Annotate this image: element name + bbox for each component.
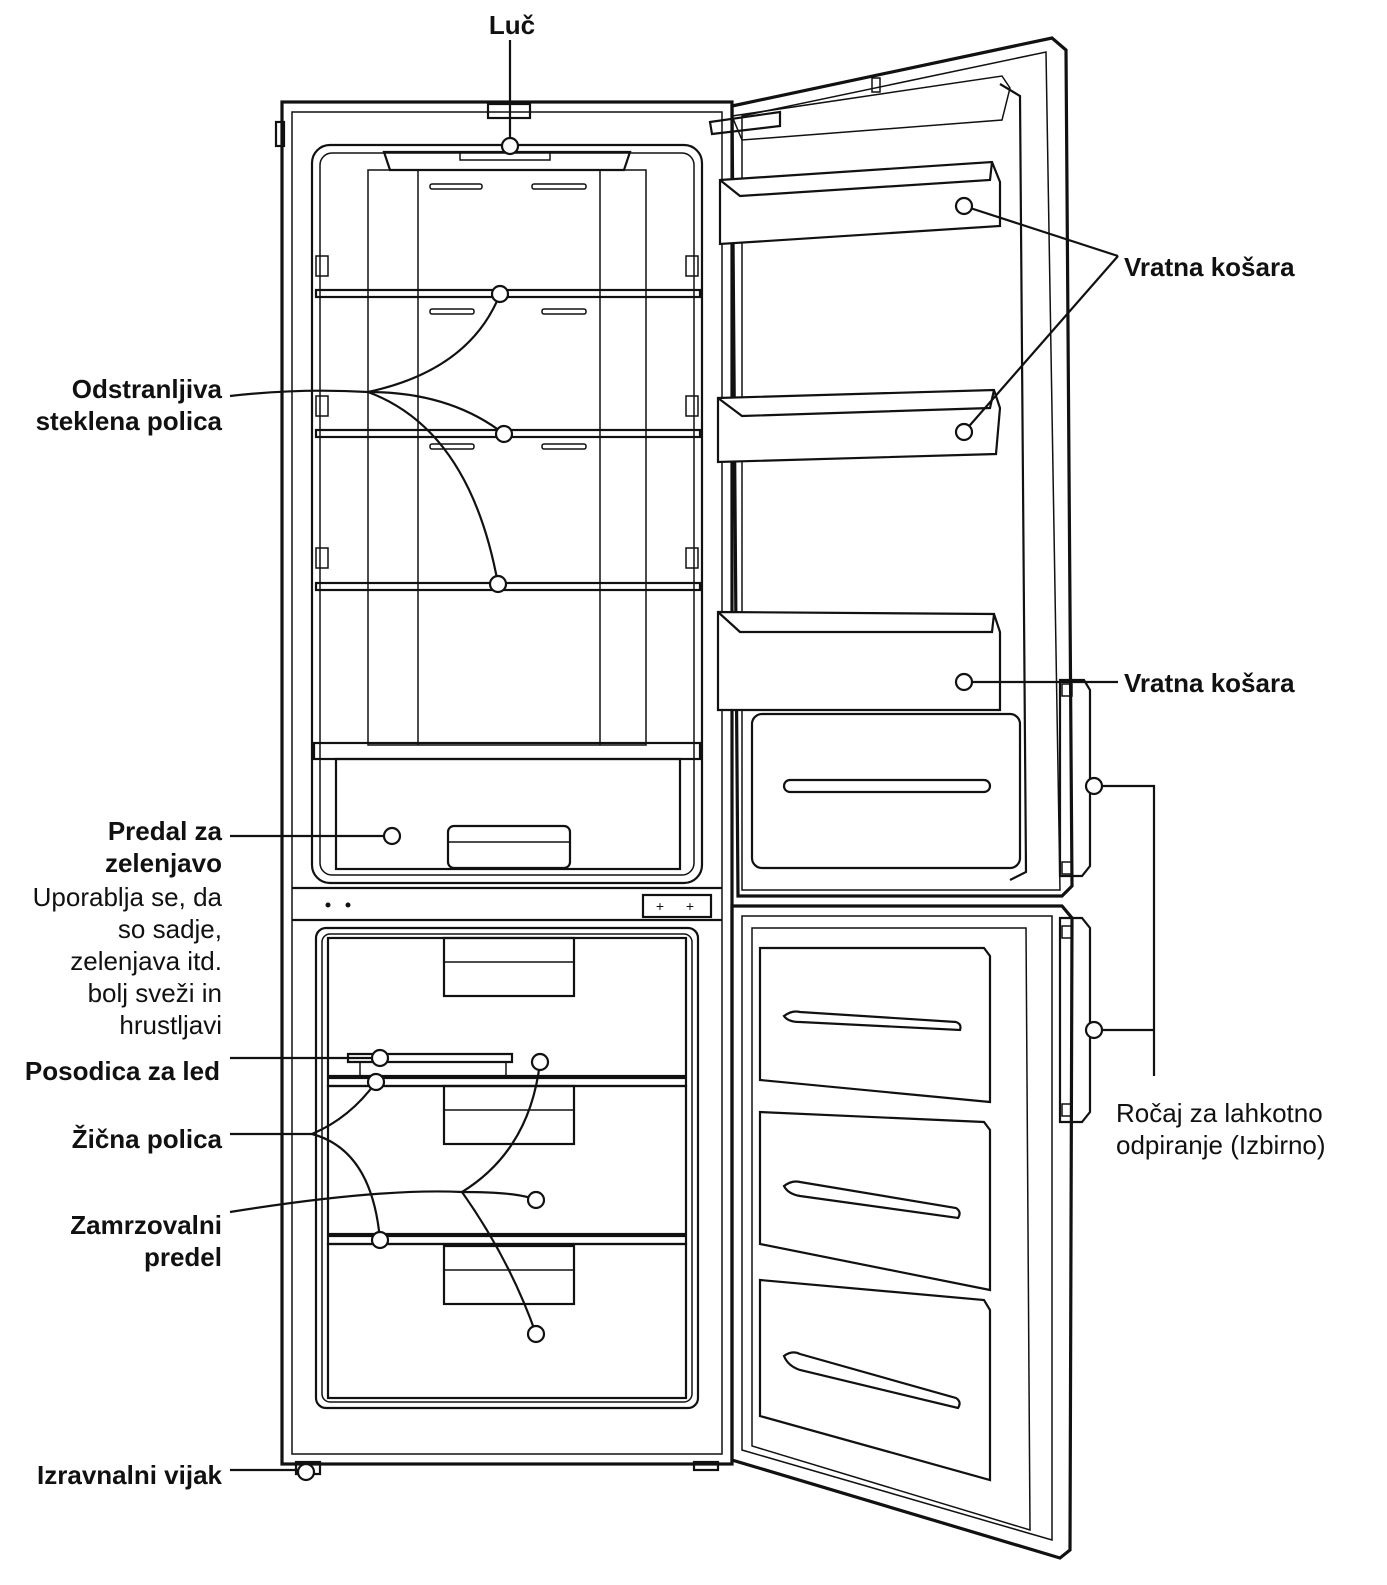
dot-shelf-2	[494, 424, 514, 444]
handle-upper	[1058, 678, 1092, 878]
label-door-basket-top: Vratna košara	[1124, 252, 1295, 282]
freezer-door	[730, 904, 1092, 1560]
door-basket-1	[718, 160, 1002, 246]
label-vegetable-drawer-desc-1: Uporablja se, da	[33, 882, 223, 912]
dot-leveling-screw	[296, 1462, 316, 1482]
dot-freezer-2	[526, 1190, 546, 1210]
label-ice-tray: Posodica za led	[25, 1056, 220, 1086]
label-freezer-line2: predel	[144, 1242, 222, 1272]
label-leveling-screw: Izravnalni vijak	[37, 1460, 223, 1490]
svg-text:+: +	[656, 898, 664, 914]
handle-lower	[1058, 916, 1092, 1124]
label-freezer-line1: Zamrzovalni	[70, 1210, 222, 1240]
freezer-door-bin-1	[758, 946, 992, 1104]
label-door-basket-bottom: Vratna košara	[1124, 668, 1295, 698]
control-strip: + +	[292, 886, 722, 922]
freezer-compartment	[314, 926, 700, 1410]
labels: Luč Vratna košara Odstranljiva steklena …	[25, 10, 1326, 1490]
label-vegetable-drawer-line2: zelenjavo	[105, 848, 222, 878]
label-handle-line2: odpiranje (Izbirno)	[1116, 1130, 1326, 1160]
dot-door-basket-3	[954, 672, 974, 692]
dot-freezer-3	[526, 1324, 546, 1344]
door-lower-bin	[750, 712, 1022, 870]
cabinet-body	[274, 100, 734, 1466]
dot-vegetable-drawer	[382, 826, 402, 846]
back-vents	[429, 183, 587, 450]
dot-shelf-3	[488, 574, 508, 594]
dot-handle-lower	[1084, 1020, 1104, 1040]
dot-ice-tray	[370, 1048, 390, 1068]
shelf-supports	[315, 255, 699, 569]
fridge-compartment	[310, 143, 704, 885]
label-glass-shelf-line2: steklena polica	[36, 406, 223, 436]
light-housing	[382, 150, 632, 172]
label-handle-line1: Ročaj za lahkotno	[1116, 1098, 1323, 1128]
freezer-door-bin-2	[758, 1110, 992, 1292]
dot-wire-shelf-1	[366, 1072, 386, 1092]
freezer-door-bin-3	[758, 1278, 992, 1482]
dot-shelf-1	[490, 284, 510, 304]
label-vegetable-drawer-line1: Predal za	[108, 816, 223, 846]
dot-light	[500, 136, 520, 156]
label-light: Luč	[489, 10, 535, 40]
leader-lines	[229, 40, 1156, 1472]
top-hinge	[708, 110, 782, 136]
label-vegetable-drawer-desc-4: bolj sveži in	[88, 978, 222, 1008]
fridge-door	[708, 36, 1092, 898]
label-vegetable-drawer-desc-2: so sadje,	[118, 914, 222, 944]
callout-dots	[296, 136, 1104, 1482]
door-basket-3	[716, 610, 1002, 712]
label-vegetable-drawer-desc-5: hrustljavi	[119, 1010, 222, 1040]
dot-door-basket-2	[954, 422, 974, 442]
vegetable-drawer	[334, 757, 682, 871]
dot-door-basket-1	[954, 196, 974, 216]
label-vegetable-drawer-desc-3: zelenjava itd.	[70, 946, 222, 976]
svg-text:+: +	[686, 898, 694, 914]
label-glass-shelf-line1: Odstranljiva	[72, 374, 223, 404]
label-wire-shelf: Žična polica	[72, 1124, 223, 1154]
dot-freezer-1	[530, 1052, 550, 1072]
dot-handle-upper	[1084, 776, 1104, 796]
ice-tray	[346, 1052, 514, 1064]
dot-wire-shelf-2	[370, 1230, 390, 1250]
